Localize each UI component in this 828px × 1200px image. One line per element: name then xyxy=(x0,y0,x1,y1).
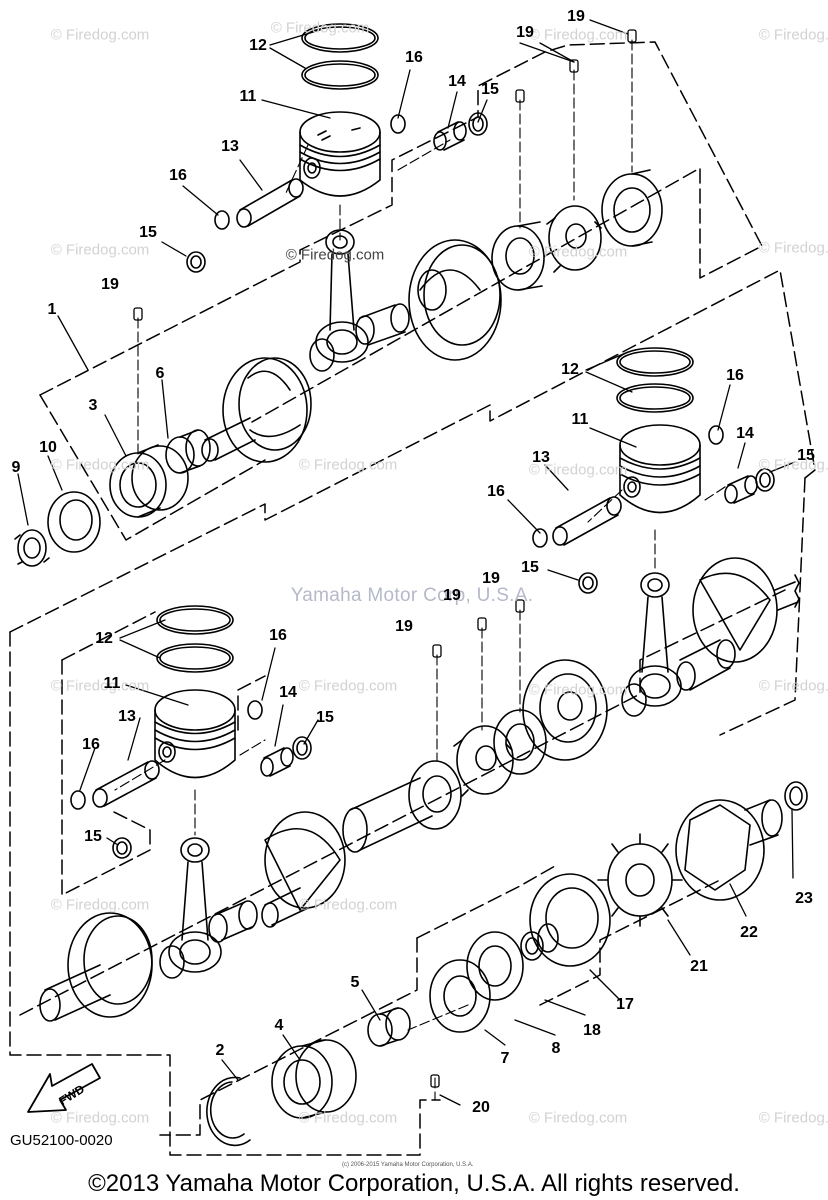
assembly-boundary-lines xyxy=(9,41,816,1156)
callout-8: 8 xyxy=(551,1040,561,1057)
fine-print: (c) 2006-2015 Yamaha Motor Corporation, … xyxy=(342,1162,474,1168)
watermark: © Firedog.com xyxy=(758,456,828,474)
watermark: © Firedog.com xyxy=(298,677,398,695)
callout-1: 1 xyxy=(47,301,57,318)
watermark: © Firedog.com xyxy=(50,26,150,44)
upper-piston-group xyxy=(186,23,488,363)
callout-12: 12 xyxy=(561,361,579,378)
watermark: © Firedog.com xyxy=(50,1109,150,1127)
watermark: © Firedog.com xyxy=(758,677,828,695)
callout-5: 5 xyxy=(350,974,360,991)
diagram-code: GU52100-0020 xyxy=(10,1132,113,1149)
callout-9: 9 xyxy=(11,459,21,476)
watermark: © Firedog.com xyxy=(528,461,628,479)
watermark: © Firedog.com xyxy=(50,456,150,474)
callout-13: 13 xyxy=(118,708,136,725)
watermark: © Firedog.com xyxy=(50,896,150,914)
leader-lines xyxy=(17,19,796,1106)
callout-15: 15 xyxy=(797,447,815,464)
upper-crankshaft xyxy=(14,169,663,567)
watermark: © Firedog.com xyxy=(270,19,370,37)
callout-16: 16 xyxy=(405,49,423,66)
watermark: © Firedog.com xyxy=(758,239,828,257)
dowel-pins xyxy=(133,29,637,1088)
callout-16: 16 xyxy=(82,736,100,753)
watermark: © Firedog.com xyxy=(528,243,628,261)
callout-19: 19 xyxy=(443,587,461,604)
callout-17: 17 xyxy=(616,996,634,1013)
watermark: © Firedog.com xyxy=(758,26,828,44)
callout-22: 22 xyxy=(740,924,758,941)
callout-15: 15 xyxy=(84,828,102,845)
watermark: © Firedog.com xyxy=(528,1109,628,1127)
watermark: © Firedog.com xyxy=(50,241,150,259)
watermark: © Firedog.com xyxy=(528,26,628,44)
alignment-lines xyxy=(114,39,729,1101)
callout-11: 11 xyxy=(571,411,589,428)
callout-13: 13 xyxy=(221,138,239,155)
callout-7: 7 xyxy=(500,1050,510,1067)
callout-11: 11 xyxy=(239,88,257,105)
watermark: © Firedog.com xyxy=(298,1109,398,1127)
callout-16: 16 xyxy=(169,167,187,184)
copyright-notice: ©2013 Yamaha Motor Corporation, U.S.A. A… xyxy=(88,1170,740,1197)
callout-19: 19 xyxy=(516,24,534,41)
center-watermark: Yamaha Motor Corp, U.S.A. xyxy=(290,585,534,606)
callout-2: 2 xyxy=(215,1042,225,1059)
callout-13: 13 xyxy=(532,449,550,466)
callout-23: 23 xyxy=(795,890,813,907)
callout-16: 16 xyxy=(487,483,505,500)
callout-16: 16 xyxy=(269,627,287,644)
callout-19: 19 xyxy=(395,618,413,635)
callout-6: 6 xyxy=(155,365,165,382)
callout-19: 19 xyxy=(567,8,585,25)
callout-14: 14 xyxy=(279,684,297,701)
callout-12: 12 xyxy=(95,630,113,647)
lower-piston-group xyxy=(70,605,312,979)
callout-21: 21 xyxy=(690,958,708,975)
middle-piston-group xyxy=(532,347,800,717)
callout-14: 14 xyxy=(736,425,754,442)
callout-10: 10 xyxy=(39,439,57,456)
callout-19: 19 xyxy=(101,276,119,293)
watermark: © Firedog.com xyxy=(298,456,398,474)
callout-20: 20 xyxy=(472,1099,490,1116)
watermark: © Firedog.com xyxy=(758,1109,828,1127)
callout-15: 15 xyxy=(316,709,334,726)
lower-parts-group xyxy=(206,781,808,1147)
middle-crankshaft xyxy=(39,659,608,1022)
watermark: © Firedog.com xyxy=(528,681,628,699)
callout-14: 14 xyxy=(448,73,466,90)
callout-16: 16 xyxy=(726,367,744,384)
fwd-arrow-icon xyxy=(27,1063,101,1113)
callout-19: 19 xyxy=(482,570,500,587)
callout-15: 15 xyxy=(481,81,499,98)
callout-11: 11 xyxy=(103,675,121,692)
callout-12: 12 xyxy=(249,37,267,54)
callout-4: 4 xyxy=(274,1017,284,1034)
watermark: © Firedog.com xyxy=(298,896,398,914)
watermark: © Firedog.com xyxy=(285,246,385,264)
callout-3: 3 xyxy=(88,397,98,414)
callout-15: 15 xyxy=(521,559,539,576)
callout-15: 15 xyxy=(139,224,157,241)
callout-18: 18 xyxy=(583,1022,601,1039)
watermark: © Firedog.com xyxy=(50,677,150,695)
